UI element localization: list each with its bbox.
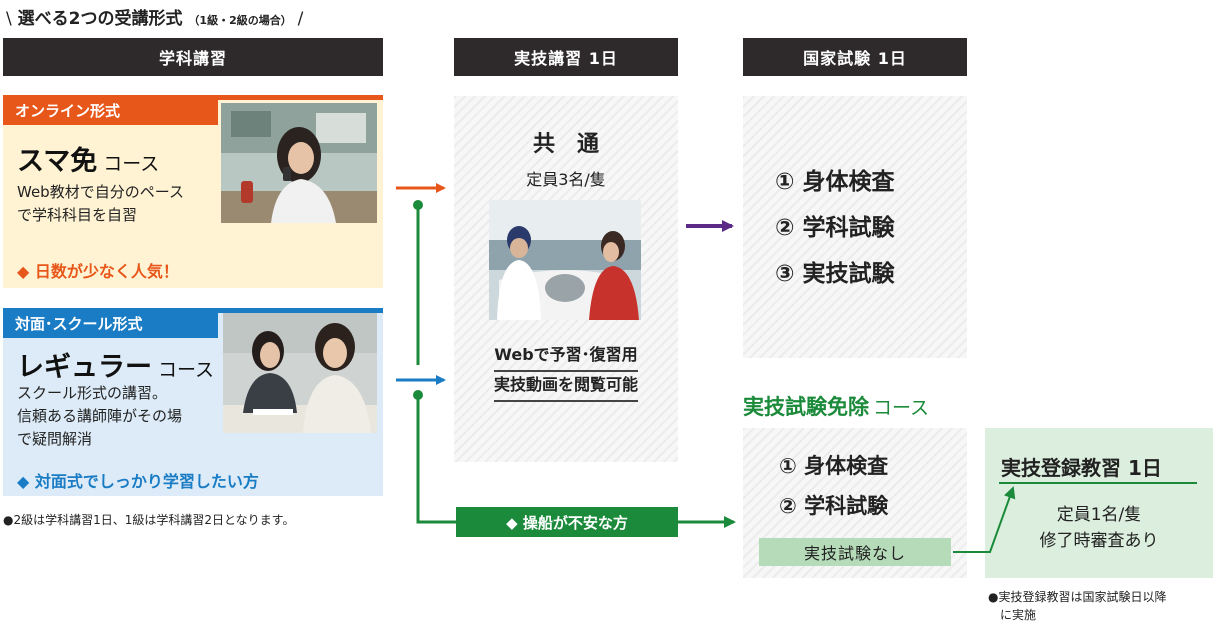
online-format-tag: オンライン形式 <box>3 95 218 125</box>
registration-details: 定員1名/隻 修了時審査あり <box>985 502 1213 554</box>
online-course-highlight: ◆ 日数が少なく人気！ <box>17 262 179 281</box>
registration-line: 修了時審査あり <box>1039 531 1159 551</box>
regular-course-card: 対面･スクール形式 レギュラーコース スクール形式の講習。 信頼ある講師陣がその… <box>3 308 383 496</box>
registration-title-underline <box>999 482 1197 484</box>
column-header-practical: 実技講習 1日 <box>454 38 678 76</box>
column-header-academic: 学科講習 <box>3 38 383 76</box>
regular-format-tag: 対面･スクール形式 <box>3 308 218 338</box>
academic-footnote: ●2級は学科講習1日、1級は学科講習2日となります。 <box>3 513 295 527</box>
practical-web-line: 実技動画を閲覧可能 <box>493 372 638 402</box>
regular-desc-line: スクール形式の講習。 <box>17 384 168 402</box>
exempt-item-physical: ① 身体検査 <box>779 454 889 478</box>
exempt-panel: ① 身体検査 ② 学科試験 実技試験なし <box>743 428 967 578</box>
registration-box: 実技登録教習 1日 定員1名/隻 修了時審査あり <box>985 428 1213 578</box>
page-heading: \ 選べる2つの受講形式 （1級・2級の場合） / <box>6 4 303 29</box>
registration-arrow <box>953 486 1016 553</box>
no-practical-label: 実技試験なし <box>759 538 951 566</box>
exempt-course-suffix: コース <box>873 397 930 419</box>
registration-footnote: ●実技登録教習は国家試験日以降 に実施 <box>988 588 1166 624</box>
regular-desc-line: で疑問解消 <box>17 430 93 448</box>
regular-desc-line: 信頼ある講師陣がその場 <box>17 407 183 425</box>
online-desc-line: で学科科目を自習 <box>17 206 138 224</box>
heading-title: 選べる2つの受講形式 <box>17 9 183 29</box>
practical-panel: 共 通 定員3名/隻 Webで予習･復習用 実技動画を閲覧可能 <box>454 96 678 462</box>
practical-capacity: 定員3名/隻 <box>526 170 606 189</box>
registration-title: 実技登録教習 1日 <box>1001 456 1162 480</box>
anxious-operator-label: ◆ 操船が不安な方 <box>456 507 678 537</box>
regular-course-description: スクール形式の講習。 信頼ある講師陣がその場 で疑問解消 <box>17 382 182 451</box>
column-header-exam: 国家試験 1日 <box>743 38 967 76</box>
green-connector-lower <box>416 395 456 524</box>
green-dot-top <box>413 200 423 210</box>
online-course-description: Web教材で自分のペース で学科科目を自習 <box>17 181 184 227</box>
online-desc-line: Web教材で自分のペース <box>17 183 184 201</box>
online-course-photo <box>221 103 377 223</box>
online-course-suffix: コース <box>103 153 160 175</box>
regular-course-highlight: ◆ 対面式でしっかり学習したい方 <box>17 472 259 491</box>
regular-course-title: レギュラー <box>17 352 152 383</box>
practical-photo <box>489 200 641 320</box>
photo-woman-phone-cafe <box>221 103 377 223</box>
exam-panel: ① 身体検査 ② 学科試験 ③ 実技試験 <box>743 96 967 358</box>
registration-footnote-line: ●実技登録教習は国家試験日以降 <box>988 590 1167 604</box>
heading-slash-left: \ <box>6 9 12 29</box>
photo-students-classroom <box>223 313 377 433</box>
heading-slash-right: / <box>297 9 304 29</box>
practical-common-title: 共 通 <box>532 132 599 157</box>
practical-web-line: Webで予習･復習用 <box>494 342 638 372</box>
regular-course-suffix: コース <box>158 359 215 381</box>
practical-web-note: Webで予習･復習用 実技動画を閲覧可能 <box>454 342 678 402</box>
regular-course-photo <box>223 313 377 433</box>
exempt-item-written: ② 学科試験 <box>779 494 889 518</box>
regular-course-name: レギュラーコース <box>17 345 214 384</box>
online-course-title: スマ免 <box>17 146 98 177</box>
exempt-course-name: 実技試験免除 <box>743 395 869 419</box>
exempt-course-title: 実技試験免除コース <box>743 391 929 421</box>
online-course-card: オンライン形式 スマ免コース Web教材で自分のペース で学科科目を自習 ◆ 日… <box>3 95 383 288</box>
heading-note: （1級・2級の場合） <box>188 14 292 27</box>
exam-item-practical: ③ 実技試験 <box>775 261 895 287</box>
registration-footnote-line: に実施 <box>1000 608 1037 622</box>
registration-line: 定員1名/隻 <box>1056 505 1142 525</box>
photo-boat-helm-training <box>489 200 641 320</box>
exam-item-written: ② 学科試験 <box>775 215 895 241</box>
online-course-name: スマ免コース <box>17 139 159 178</box>
exam-item-physical: ① 身体検査 <box>775 169 895 195</box>
